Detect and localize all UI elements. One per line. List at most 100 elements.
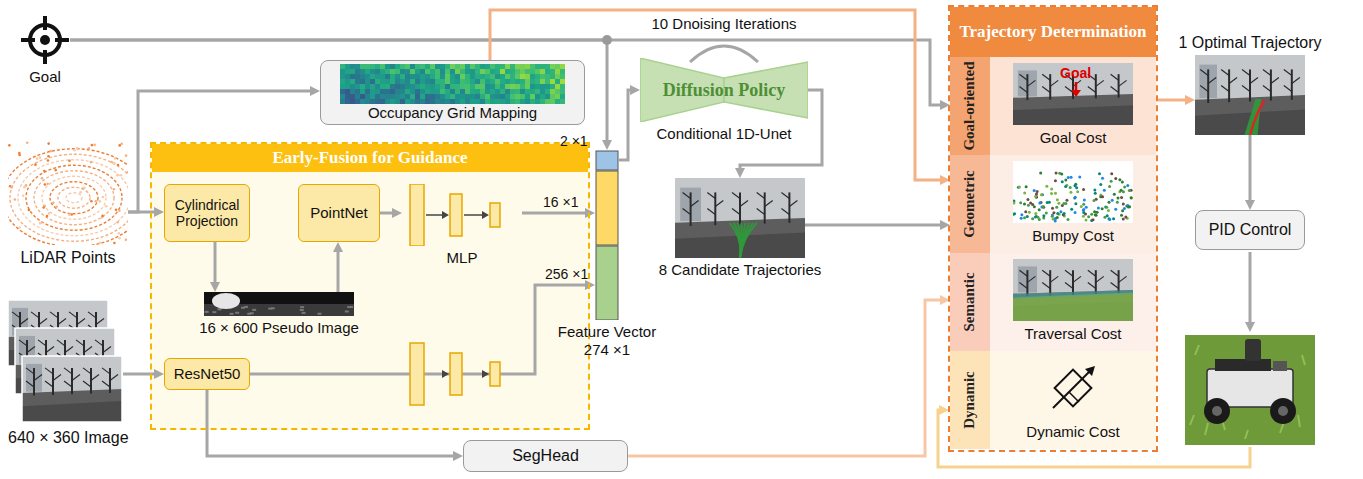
figure-node: 1 Optimal Trajectory [1195,55,1305,135]
graphic [345,89,350,94]
graphic [530,89,535,94]
figure-node: MLP [402,184,522,246]
graphic [1185,335,1315,445]
graphic [788,192,790,222]
graphic [707,192,715,198]
graphic [470,89,475,94]
graphic [8,149,128,245]
graphic [101,215,104,218]
graphic [345,74,350,79]
graphic [1082,203,1085,206]
graphic [400,64,405,69]
graphic [1094,192,1097,195]
graphic [1084,218,1087,221]
graphic [385,94,390,99]
graphic [1110,180,1113,183]
graphic [365,99,370,104]
graphic [110,374,118,380]
graphic [1112,217,1115,220]
graphic [420,64,425,69]
graphic [1019,201,1022,204]
caption-box: Goal Cost [990,129,1156,147]
graphic [415,64,420,69]
graphic [440,64,445,69]
graphic [560,89,565,94]
graphic [1013,161,1133,223]
graphic [1245,339,1261,361]
graphic [385,89,390,94]
graphic [69,312,77,318]
graphic [19,340,27,346]
graphic [1250,77,1258,83]
graphic [244,306,248,308]
graphic [1052,211,1055,214]
graphic [45,381,53,387]
graphic [44,183,47,186]
graphic [734,223,741,258]
graphic [390,64,395,69]
panel-title: Trajectory Determination [959,22,1146,41]
graphic [757,208,765,214]
graphic [560,64,565,69]
graphic [1114,208,1117,211]
graphic [355,69,360,74]
graphic [525,84,530,89]
graphic [1026,270,1028,296]
graphic [1013,357,1133,419]
graphic [440,99,445,104]
graphic [1065,87,1073,93]
graphic [345,84,350,89]
graphic [1073,184,1076,187]
mlp-symbol [410,343,500,405]
graphic [87,147,90,150]
graphic [495,84,500,89]
graphic [68,214,71,217]
graphic [495,99,500,104]
graphic [340,89,345,94]
graphic [485,69,490,74]
graphic [1033,189,1036,192]
graphic [34,163,37,166]
graphic [380,64,385,69]
graphic [1051,215,1054,218]
label-box: 256 ×1 [545,265,588,283]
graphic [365,69,370,74]
graphic [460,84,465,89]
graphic [27,346,35,352]
graphic [1110,172,1113,175]
graphic [480,89,485,94]
graphic [365,84,370,89]
graphic [495,89,500,94]
annotation: 16 ×1 [543,194,578,210]
graphic [340,84,345,89]
graphic [480,99,485,104]
graphic [1074,211,1077,214]
graphic [1024,210,1027,213]
graphic [46,215,49,218]
caption-box: Bumpy Cost [990,227,1156,245]
graphic [360,99,365,104]
graphic [53,374,61,380]
graphic [545,79,550,84]
graphic [90,200,93,203]
graphic [510,99,515,104]
caption-text: Goal [29,68,61,85]
graphic [525,99,530,104]
graphic [365,64,370,69]
graphic [464,214,484,216]
graphic [1242,85,1250,91]
graphic [450,64,455,69]
graphic [340,64,565,104]
panel-header: Early-Fusion for Guidance [152,144,588,172]
graphic [94,200,97,203]
figure-node: 8 Candidate Trajectories [675,178,805,258]
graphic [370,84,375,89]
graphic [1057,202,1060,205]
graphic [116,174,119,177]
graphic [1121,180,1124,183]
graphic [402,184,522,246]
graphic [1026,198,1029,201]
graphic [515,89,520,94]
graphic [1229,77,1237,83]
graphic [375,69,380,74]
